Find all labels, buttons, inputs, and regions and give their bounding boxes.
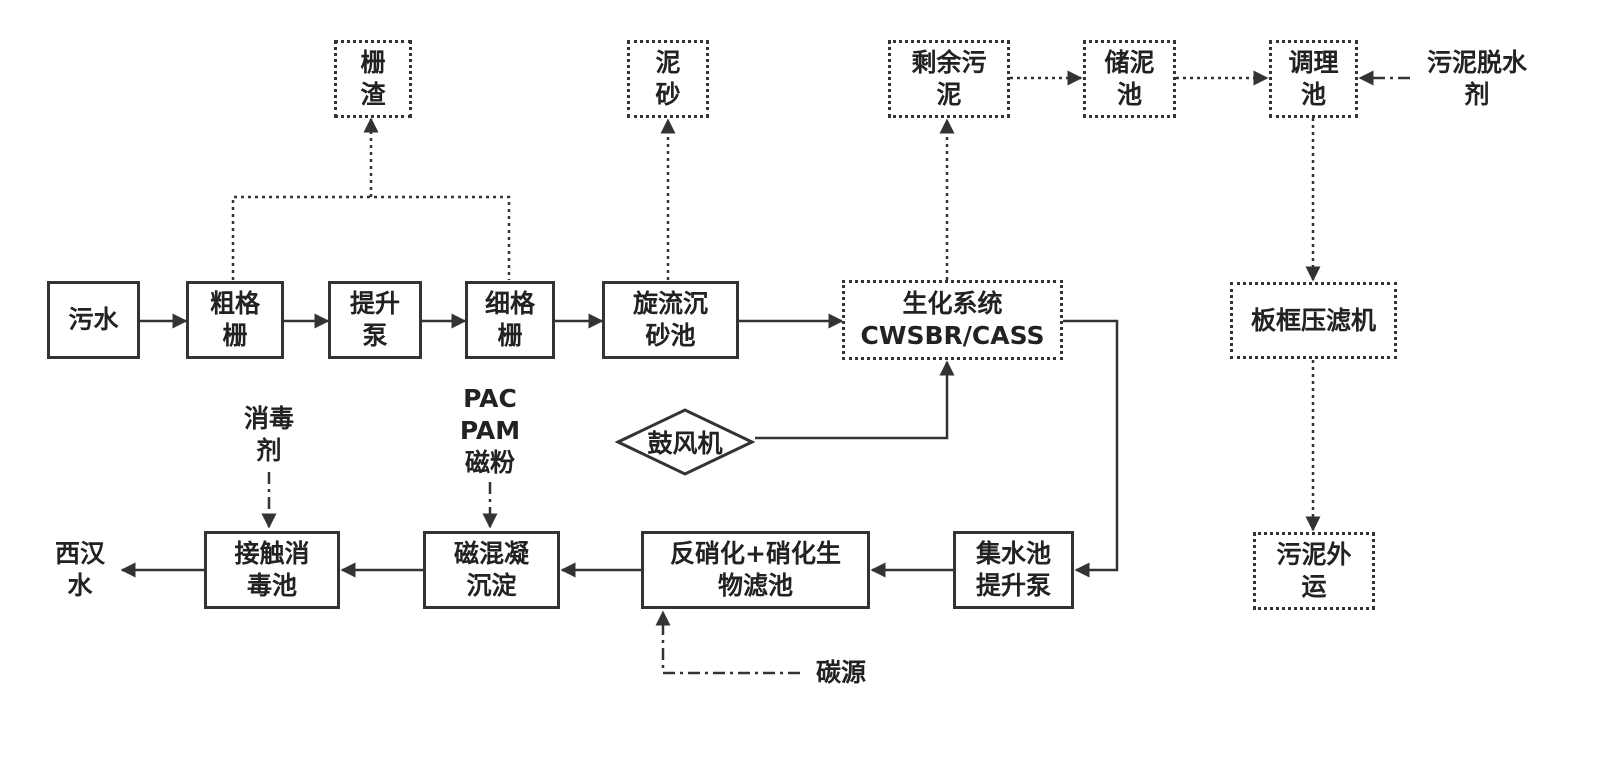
blower-node: 鼓风机 (615, 407, 755, 477)
fine-screen-label: 细格 栅 (484, 289, 535, 350)
denitrification-filter-node: 反硝化+硝化生 物滤池 (641, 531, 870, 609)
lift-pump-node: 提升 泵 (328, 281, 422, 359)
contact-disinfection-node: 接触消 毒池 (204, 531, 340, 609)
filter-press-label: 板框压滤机 (1250, 305, 1376, 335)
excess-sludge-label: 剩余污 泥 (911, 48, 987, 109)
grit-node: 泥 砂 (627, 40, 709, 118)
blower-diamond-shape (615, 408, 755, 476)
dotted-coarse-screen-bracket (231, 195, 511, 280)
screenings-node: 栅 渣 (334, 40, 412, 118)
excess-sludge-node: 剩余污 泥 (888, 40, 1010, 118)
denitrification-filter-label: 反硝化+硝化生 物滤池 (670, 539, 841, 600)
dewatering-agent-label: 污泥脱水 剂 (1426, 48, 1527, 109)
contact-disinfection-label: 接触消 毒池 (234, 539, 310, 600)
outlet-label: 西汉 水 (54, 539, 105, 600)
bio-system-node: 生化系统 CWSBR/CASS (842, 280, 1063, 360)
lift-pump-label: 提升 泵 (349, 289, 400, 350)
screenings-label: 栅 渣 (360, 48, 386, 109)
carbon-source-label: 碳源 (815, 658, 866, 687)
grit-label: 泥 砂 (655, 48, 681, 109)
collection-pump-label: 集水池 提升泵 (975, 539, 1051, 600)
dashdot-arrow-carbon-source (655, 610, 800, 675)
sludge-transport-node: 污泥外 运 (1253, 532, 1375, 610)
fine-screen-node: 细格 栅 (465, 281, 555, 359)
blower-label: 鼓风机 (647, 429, 723, 458)
vortex-grit-node: 旋流沉 砂池 (602, 281, 739, 359)
arrow-bio-system-to-collection-pump (1063, 319, 1119, 578)
magnetic-settling-label: 磁混凝 沉淀 (453, 539, 529, 600)
arrow-blower-to-bio-system (755, 360, 955, 440)
filter-press-node: 板框压滤机 (1230, 282, 1397, 359)
coarse-screen-node: 粗格 栅 (186, 281, 284, 359)
coarse-screen-label: 粗格 栅 (209, 289, 260, 350)
sludge-transport-label: 污泥外 运 (1276, 540, 1352, 601)
conditioning-tank-label: 调理 池 (1288, 48, 1339, 109)
collection-pump-node: 集水池 提升泵 (953, 531, 1074, 609)
disinfectant-label: 消毒 剂 (243, 404, 294, 465)
vortex-grit-label: 旋流沉 砂池 (632, 289, 708, 350)
magnetic-settling-node: 磁混凝 沉淀 (423, 531, 560, 609)
sewage-node: 污水 (47, 281, 140, 359)
sludge-storage-node: 储泥 池 (1083, 40, 1176, 118)
sewage-label: 污水 (68, 305, 119, 334)
chemicals-label: PAC PAM 磁粉 (459, 384, 521, 477)
sludge-storage-label: 储泥 池 (1104, 48, 1155, 109)
conditioning-tank-node: 调理 池 (1269, 40, 1358, 118)
bio-system-label: 生化系统 CWSBR/CASS (860, 289, 1045, 350)
